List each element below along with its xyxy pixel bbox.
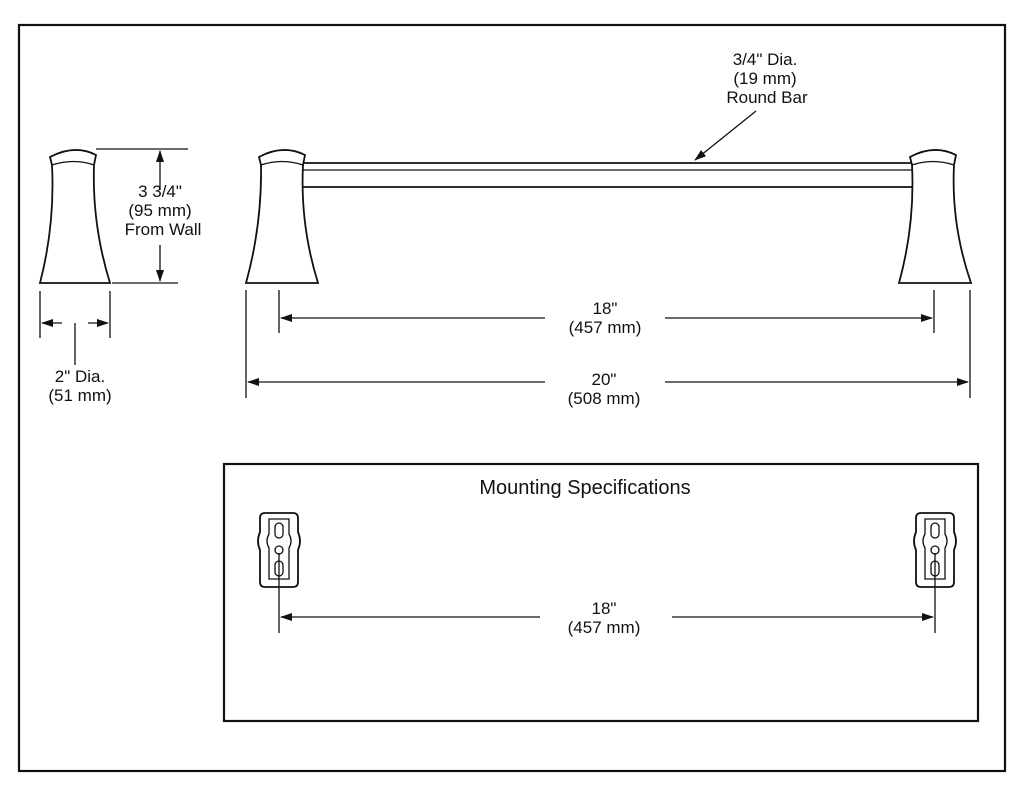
mounting-bracket-left bbox=[257, 512, 301, 588]
overall-label-1: 20" bbox=[592, 370, 617, 389]
height-dimension bbox=[96, 148, 188, 284]
post-diameter-dimension bbox=[39, 291, 111, 365]
height-label-1: 3 3/4" bbox=[138, 182, 182, 201]
bar-dia-label-1: 3/4" Dia. bbox=[733, 50, 798, 69]
height-label-2: (95 mm) bbox=[128, 201, 191, 220]
overall-length-dimension bbox=[245, 290, 971, 398]
bar-dia-label-3: Round Bar bbox=[726, 88, 808, 107]
inner-span-dimension bbox=[278, 290, 935, 333]
front-view-towel-bar bbox=[244, 149, 973, 284]
inner-span-label-2: (457 mm) bbox=[569, 318, 642, 337]
outer-frame bbox=[17, 23, 1007, 773]
post-dia-label-1: 2" Dia. bbox=[55, 367, 105, 386]
post-dia-label-2: (51 mm) bbox=[48, 386, 111, 405]
mounting-bracket-right bbox=[913, 512, 957, 588]
height-label-3: From Wall bbox=[125, 220, 202, 239]
mounting-span-label-2: (457 mm) bbox=[568, 618, 641, 637]
inner-span-label-1: 18" bbox=[593, 299, 618, 318]
side-view-post bbox=[38, 149, 112, 284]
bar-callout-arrow bbox=[694, 110, 757, 161]
mounting-specs-box bbox=[222, 462, 980, 723]
mounting-span-dimension bbox=[278, 553, 936, 633]
bar-dia-label-2: (19 mm) bbox=[733, 69, 796, 88]
mounting-span-label-1: 18" bbox=[592, 599, 617, 618]
mounting-specs-title: Mounting Specifications bbox=[479, 477, 690, 499]
overall-label-2: (508 mm) bbox=[568, 389, 641, 408]
